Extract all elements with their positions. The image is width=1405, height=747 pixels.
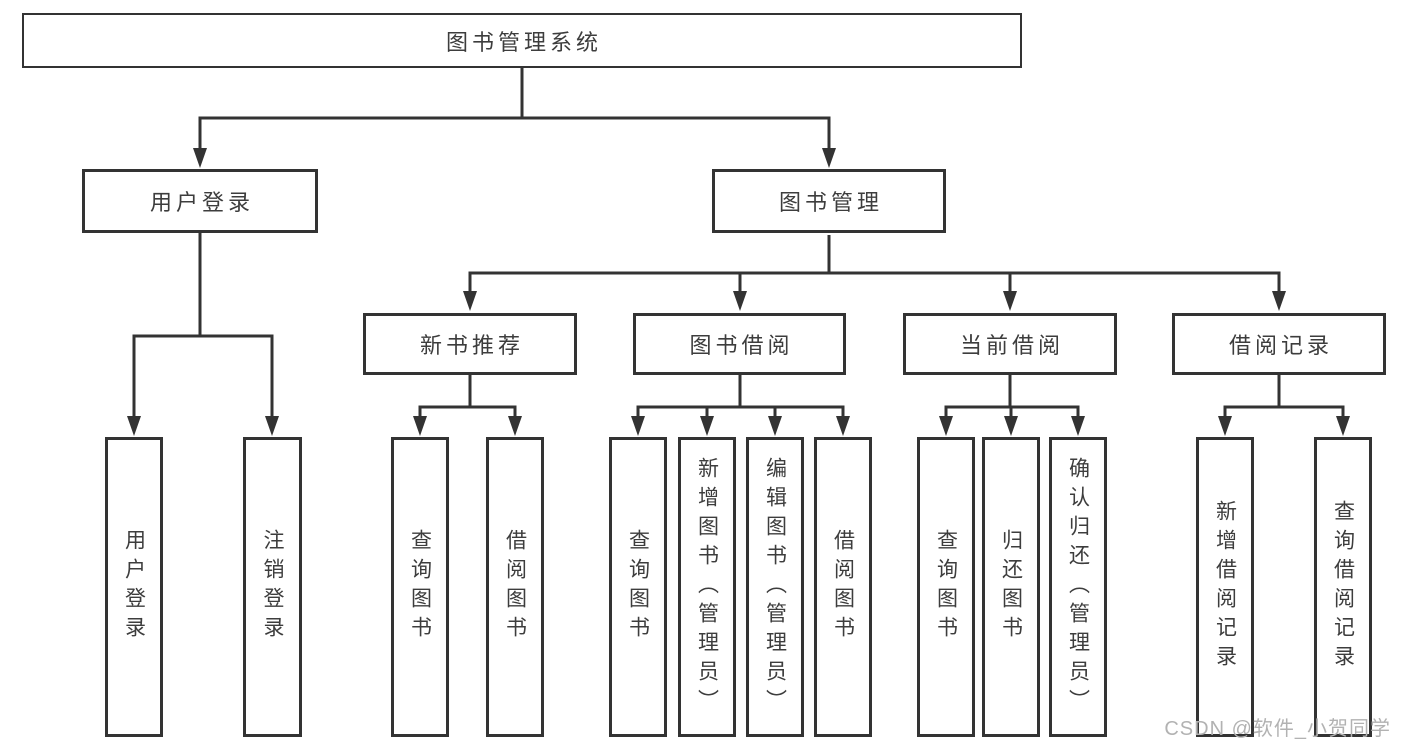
node-label: 当前借阅	[959, 333, 1064, 358]
connector-bookmgmt-to-level3	[468, 235, 1281, 294]
leaf-user-login: 用户登录	[105, 437, 163, 737]
leaf-add-book-admin: 新增图书（管理员）	[678, 437, 736, 737]
arrowhead	[939, 416, 953, 436]
arrowhead	[463, 291, 477, 311]
node-label: 用户登录	[122, 529, 146, 645]
node-new-book-recommend: 新书推荐	[363, 313, 577, 375]
leaf-query-book-borrow: 查询图书	[609, 437, 667, 737]
node-label: 归还图书	[999, 529, 1023, 645]
node-label: 确认归还（管理员）	[1066, 456, 1090, 718]
connector-userlogin-to-leaves	[132, 233, 274, 419]
leaf-query-book-recommend: 查询图书	[391, 437, 449, 737]
node-label: 图书借阅	[689, 333, 794, 358]
leaf-query-book-current: 查询图书	[917, 437, 975, 737]
arrowhead	[836, 416, 850, 436]
node-label: 查询图书	[408, 529, 432, 645]
leaf-borrow-book-recommend: 借阅图书	[486, 437, 544, 737]
arrowhead	[508, 416, 522, 436]
node-label: 借阅图书	[503, 529, 527, 645]
arrowhead	[1003, 291, 1017, 311]
leaf-return-book: 归还图书	[982, 437, 1040, 737]
leaf-borrow-book: 借阅图书	[814, 437, 872, 737]
arrowhead	[1218, 416, 1232, 436]
arrowhead	[413, 416, 427, 436]
leaf-query-borrow-record: 查询借阅记录	[1314, 437, 1372, 737]
arrowhead	[822, 148, 836, 168]
arrowhead	[1004, 416, 1018, 436]
leaf-add-borrow-record: 新增借阅记录	[1196, 437, 1254, 737]
node-label: 用户登录	[149, 190, 254, 215]
node-label: 编辑图书（管理员）	[763, 456, 787, 718]
node-current-borrow: 当前借阅	[903, 313, 1117, 375]
csdn-watermark: CSDN @软件_小贺同学	[1164, 718, 1391, 740]
leaf-logout: 注销登录	[243, 437, 302, 737]
arrowhead	[265, 416, 279, 436]
node-label: 图书管理系统	[445, 29, 602, 55]
arrowhead	[1272, 291, 1286, 311]
arrowhead	[733, 291, 747, 311]
arrowhead	[1071, 416, 1085, 436]
node-label: 新增图书（管理员）	[695, 456, 719, 718]
node-label: 图书管理	[778, 190, 883, 215]
node-user-login: 用户登录	[82, 169, 318, 233]
node-book-management: 图书管理	[712, 169, 946, 233]
arrowhead	[193, 148, 207, 168]
node-label: 借阅记录	[1228, 333, 1333, 358]
node-label: 新增借阅记录	[1213, 500, 1237, 674]
arrowhead	[631, 416, 645, 436]
node-book-borrow: 图书借阅	[633, 313, 846, 375]
node-label: 借阅图书	[831, 529, 855, 645]
node-system-root: 图书管理系统	[22, 13, 1022, 68]
node-label: 查询借阅记录	[1331, 500, 1355, 674]
connector-root-to-level2	[198, 68, 831, 150]
arrowhead	[127, 416, 141, 436]
node-label: 注销登录	[261, 529, 284, 645]
node-borrow-records: 借阅记录	[1172, 313, 1386, 375]
arrowhead	[700, 416, 714, 436]
arrowhead	[1336, 416, 1350, 436]
node-label: 新书推荐	[419, 333, 524, 358]
arrowhead	[768, 416, 782, 436]
node-label: 查询图书	[626, 529, 650, 645]
leaf-edit-book-admin: 编辑图书（管理员）	[746, 437, 804, 737]
connector-level3-to-leaves	[418, 375, 1345, 419]
node-label: 查询图书	[934, 529, 958, 645]
leaf-confirm-return-admin: 确认归还（管理员）	[1049, 437, 1107, 737]
